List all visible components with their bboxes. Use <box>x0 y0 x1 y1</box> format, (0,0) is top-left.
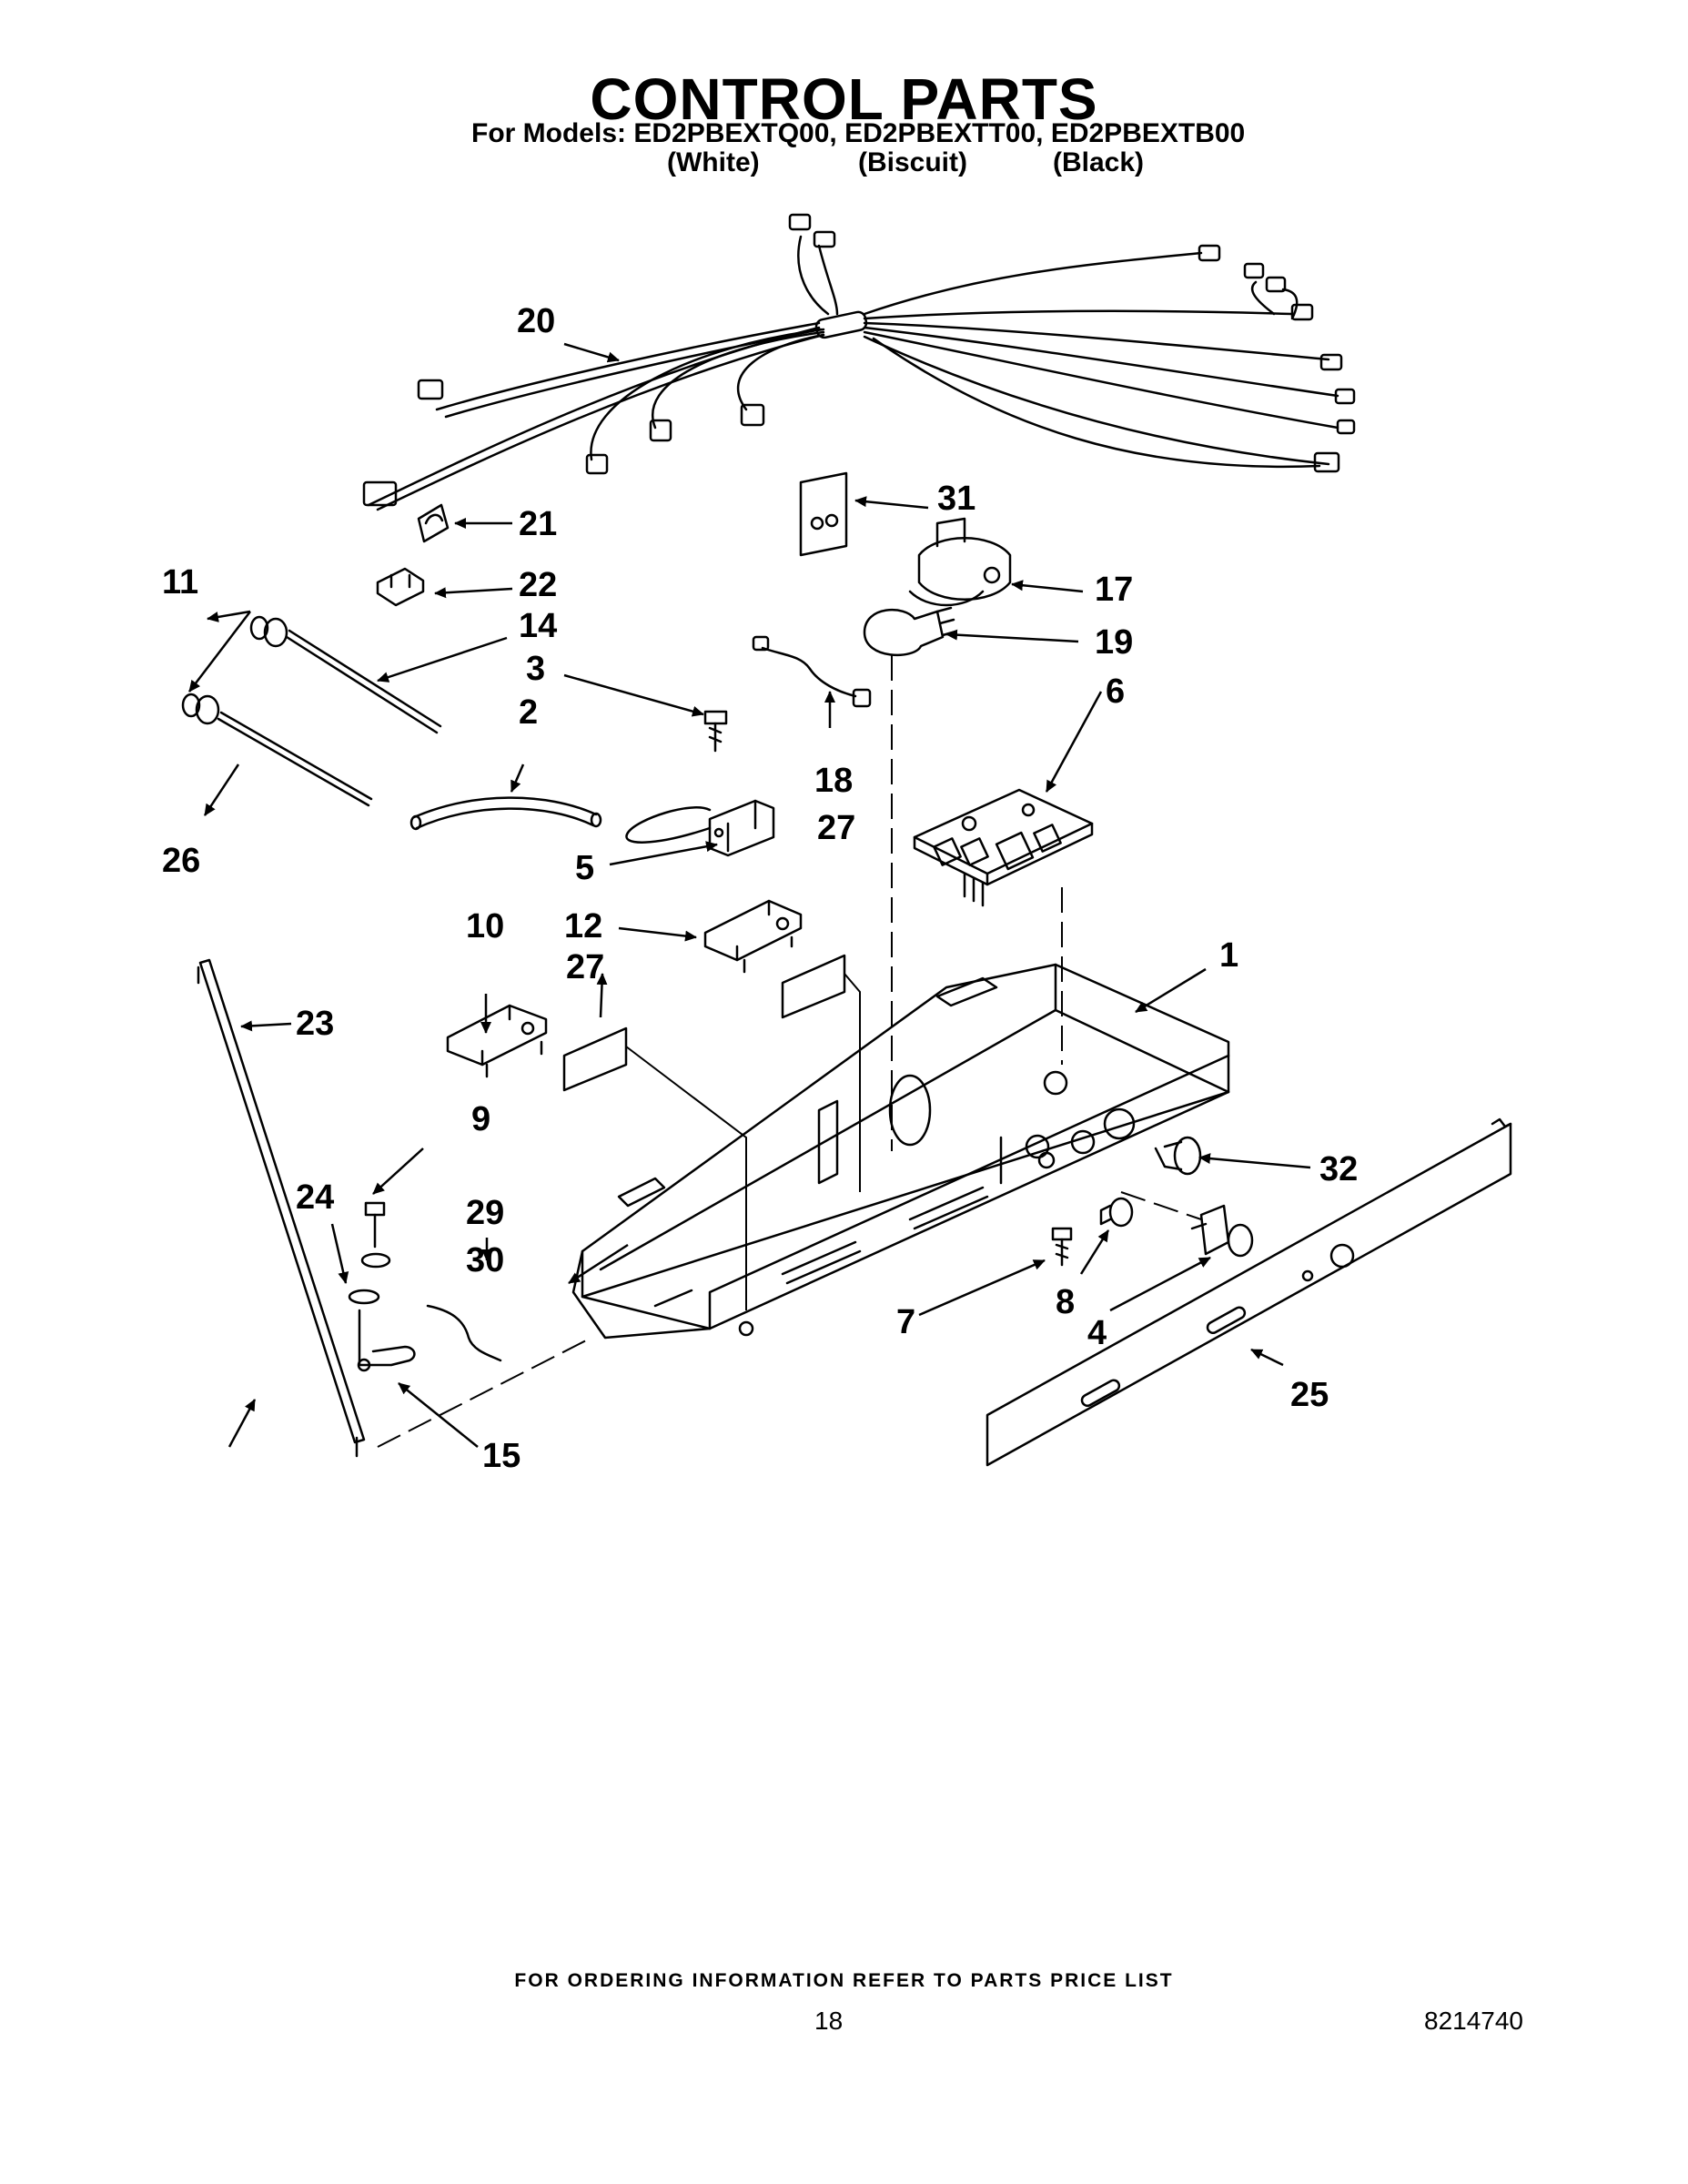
thermostat-part-2 <box>446 1004 548 1078</box>
callout-23: 23 <box>296 1005 334 1043</box>
callout-9: 9 <box>471 1100 490 1138</box>
page-number: 18 <box>814 2007 844 2035</box>
assembly-guide-lines <box>377 655 1202 1448</box>
callout-4: 4 <box>1087 1314 1107 1352</box>
control-board-part <box>913 788 1094 907</box>
small-hardware-parts <box>348 1201 502 1372</box>
callout-6: 6 <box>1106 672 1125 711</box>
callout-32: 32 <box>1319 1150 1358 1188</box>
callout-26: 26 <box>162 842 200 880</box>
callout-30: 30 <box>466 1241 504 1279</box>
callout-labels: 1 2 3 4 5 6 7 8 9 10 11 12 14 15 17 18 1… <box>162 302 1358 1475</box>
tube-part <box>409 796 602 831</box>
control-knob-part <box>1190 1204 1254 1258</box>
callout-29: 29 <box>466 1194 504 1232</box>
trim-strip-part <box>986 1117 1512 1467</box>
callout-19: 19 <box>1095 623 1133 662</box>
control-housing-part <box>571 963 1230 1340</box>
callout-8: 8 <box>1056 1283 1075 1321</box>
pad-part <box>799 471 848 557</box>
long-bracket-part <box>197 958 366 1458</box>
variant-black: (Black) <box>1053 147 1145 177</box>
callout-11: 11 <box>162 563 198 602</box>
callout-5: 5 <box>575 849 594 887</box>
callout-20: 20 <box>517 302 555 340</box>
callout-18: 18 <box>814 762 853 800</box>
document-number: 8214740 <box>1424 2007 1524 2035</box>
ordering-note: FOR ORDERING INFORMATION REFER TO PARTS … <box>514 1970 1174 1991</box>
wire-lead-part <box>752 635 872 708</box>
callout-27-lower: 27 <box>566 948 604 986</box>
plug-part <box>1099 1197 1134 1228</box>
callout-2: 2 <box>519 693 538 732</box>
wire-harness-part <box>362 213 1356 511</box>
callout-arrows <box>188 342 1311 1448</box>
capillary-rod-part <box>217 711 373 807</box>
callout-1: 1 <box>1219 936 1238 975</box>
rod-part <box>285 629 442 734</box>
callout-12: 12 <box>564 907 602 945</box>
clip-part <box>417 503 450 543</box>
thermostat-part <box>703 899 803 974</box>
bracket-part <box>376 567 425 607</box>
label-part <box>562 954 846 1092</box>
page-title: CONTROL PARTS <box>590 66 1098 132</box>
screw-part <box>703 710 728 753</box>
light-bulb-part <box>863 606 957 656</box>
models-line: For Models: ED2PBEXTQ00, ED2PBEXTT00, ED… <box>471 118 1246 148</box>
callout-10: 10 <box>466 907 504 945</box>
callout-15: 15 <box>482 1437 521 1475</box>
callout-14: 14 <box>519 607 557 645</box>
callout-25: 25 <box>1290 1376 1329 1414</box>
knob-part <box>1154 1136 1202 1176</box>
callout-31: 31 <box>937 480 975 518</box>
variant-biscuit: (Biscuit) <box>858 147 967 177</box>
mounting-screw-part <box>1051 1227 1073 1267</box>
callout-21: 21 <box>519 505 557 543</box>
callout-27-upper: 27 <box>817 809 855 847</box>
grommet-part <box>181 615 288 725</box>
callout-17: 17 <box>1095 571 1133 609</box>
callout-24: 24 <box>296 1178 334 1217</box>
variant-white: (White) <box>667 147 760 177</box>
label-leader-lines <box>625 973 861 1310</box>
callout-3: 3 <box>526 650 545 688</box>
callout-22: 22 <box>519 566 557 604</box>
callout-7: 7 <box>896 1303 915 1341</box>
light-socket-part <box>908 517 1012 607</box>
